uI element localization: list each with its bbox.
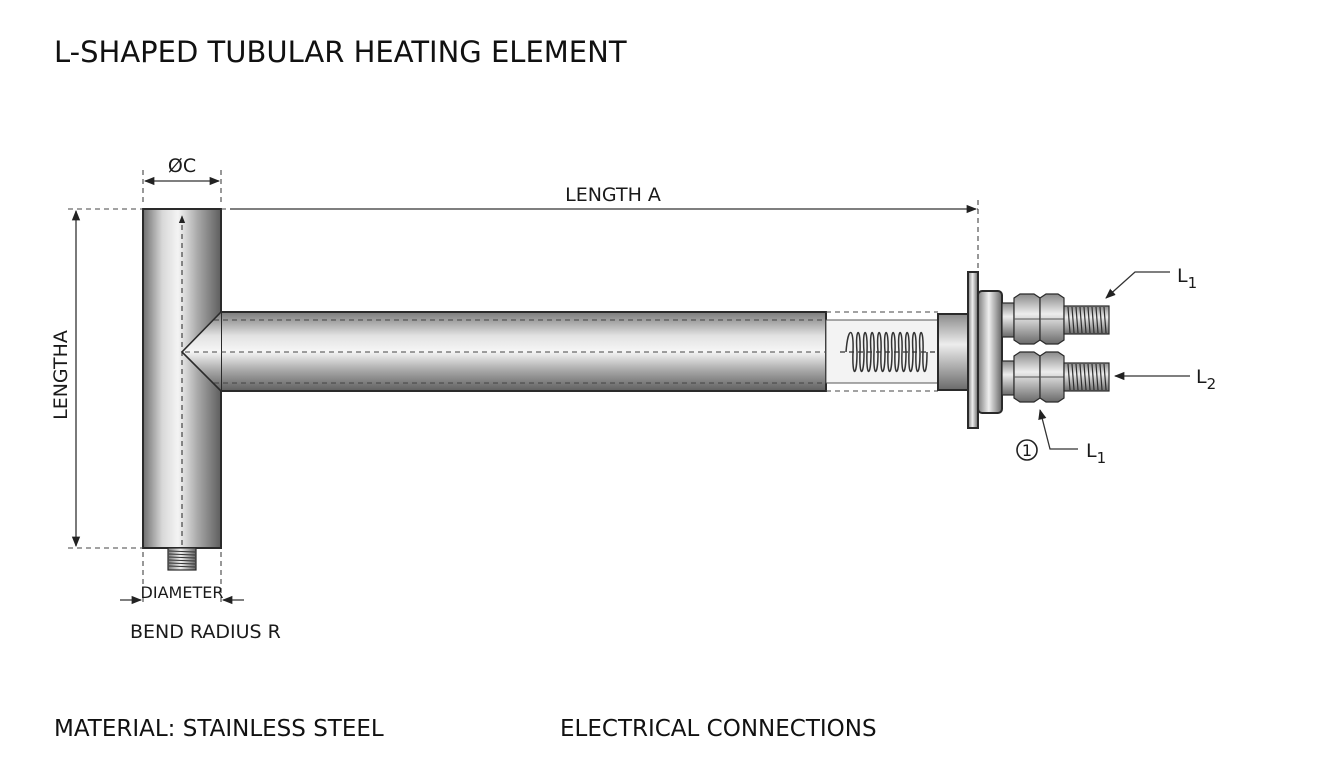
mounting-flange (937, 271, 1003, 429)
svg-text:L1: L1 (1086, 440, 1106, 467)
thread-line (1071, 363, 1075, 391)
thread-line (168, 559, 196, 562)
terminal-l1-top-sub: 1 (1188, 274, 1198, 292)
thread-line (1079, 363, 1083, 391)
diameter-c-label: ØC (168, 155, 196, 177)
thread-line (1091, 306, 1095, 334)
terminal-l2-label: L (1196, 366, 1207, 388)
horizontal-tube (180, 311, 827, 392)
thread-line (1099, 363, 1103, 391)
dimension-length-a-horizontal: LENGTH A (221, 184, 979, 270)
callout-terminal-l1-bottom: 1 L1 (1016, 408, 1106, 467)
terminal-bottom (1001, 351, 1110, 403)
thread-line (168, 550, 196, 553)
length-a-vertical-label: LENGTHA (50, 330, 72, 420)
callout-terminal-l2: L2 (1113, 366, 1216, 393)
terminal-l1-bottom-sub: 1 (1097, 449, 1107, 467)
thread-line (1075, 363, 1079, 391)
thread-line (1091, 363, 1095, 391)
terminal-l2-sub: 2 (1207, 375, 1217, 393)
thread-line (1103, 363, 1107, 391)
length-a-horizontal-label: LENGTH A (565, 184, 661, 206)
thread-line (1083, 306, 1087, 334)
bottom-threaded-stub (167, 547, 197, 571)
terminal-marker-number: 1 (1022, 441, 1032, 460)
thread-line (1067, 363, 1071, 391)
svg-text:L2: L2 (1196, 366, 1216, 393)
thread-line (1095, 306, 1099, 334)
thread-line (1075, 306, 1079, 334)
terminal-l1-top-label: L (1177, 265, 1188, 287)
thread-line (1095, 363, 1099, 391)
thread-line (1099, 306, 1103, 334)
material-label: MATERIAL: STAINLESS STEEL (54, 716, 384, 742)
diameter-label: DIAMETER (141, 583, 224, 602)
svg-text:L1: L1 (1177, 265, 1197, 292)
thread-line (1087, 363, 1091, 391)
thread-line (168, 556, 196, 559)
thread-line (1067, 306, 1071, 334)
thread-line (1079, 306, 1083, 334)
electrical-connections-label: ELECTRICAL CONNECTIONS (560, 716, 877, 742)
thread-line (168, 562, 196, 565)
marker-circle-icon (1016, 439, 1038, 461)
callout-terminal-l1-top: L1 (1105, 265, 1197, 299)
thread-line (168, 553, 196, 556)
thread-line (1087, 306, 1091, 334)
dimension-diameter: DIAMETER (120, 552, 244, 606)
terminal-l1-bottom-label: L (1086, 440, 1097, 462)
bend-radius-label: BEND RADIUS R (130, 621, 281, 643)
diagram-title: L-SHAPED TUBULAR HEATING ELEMENT (54, 35, 627, 69)
thread-line (1083, 363, 1087, 391)
terminal-top (1001, 293, 1110, 345)
thread-line (168, 565, 196, 568)
dimension-diameter-c: ØC (142, 155, 222, 205)
thread-line (1071, 306, 1075, 334)
heating-coil-icon (825, 311, 959, 392)
dimension-length-a-vertical: LENGTHA (50, 208, 143, 549)
thread-line (1103, 306, 1107, 334)
